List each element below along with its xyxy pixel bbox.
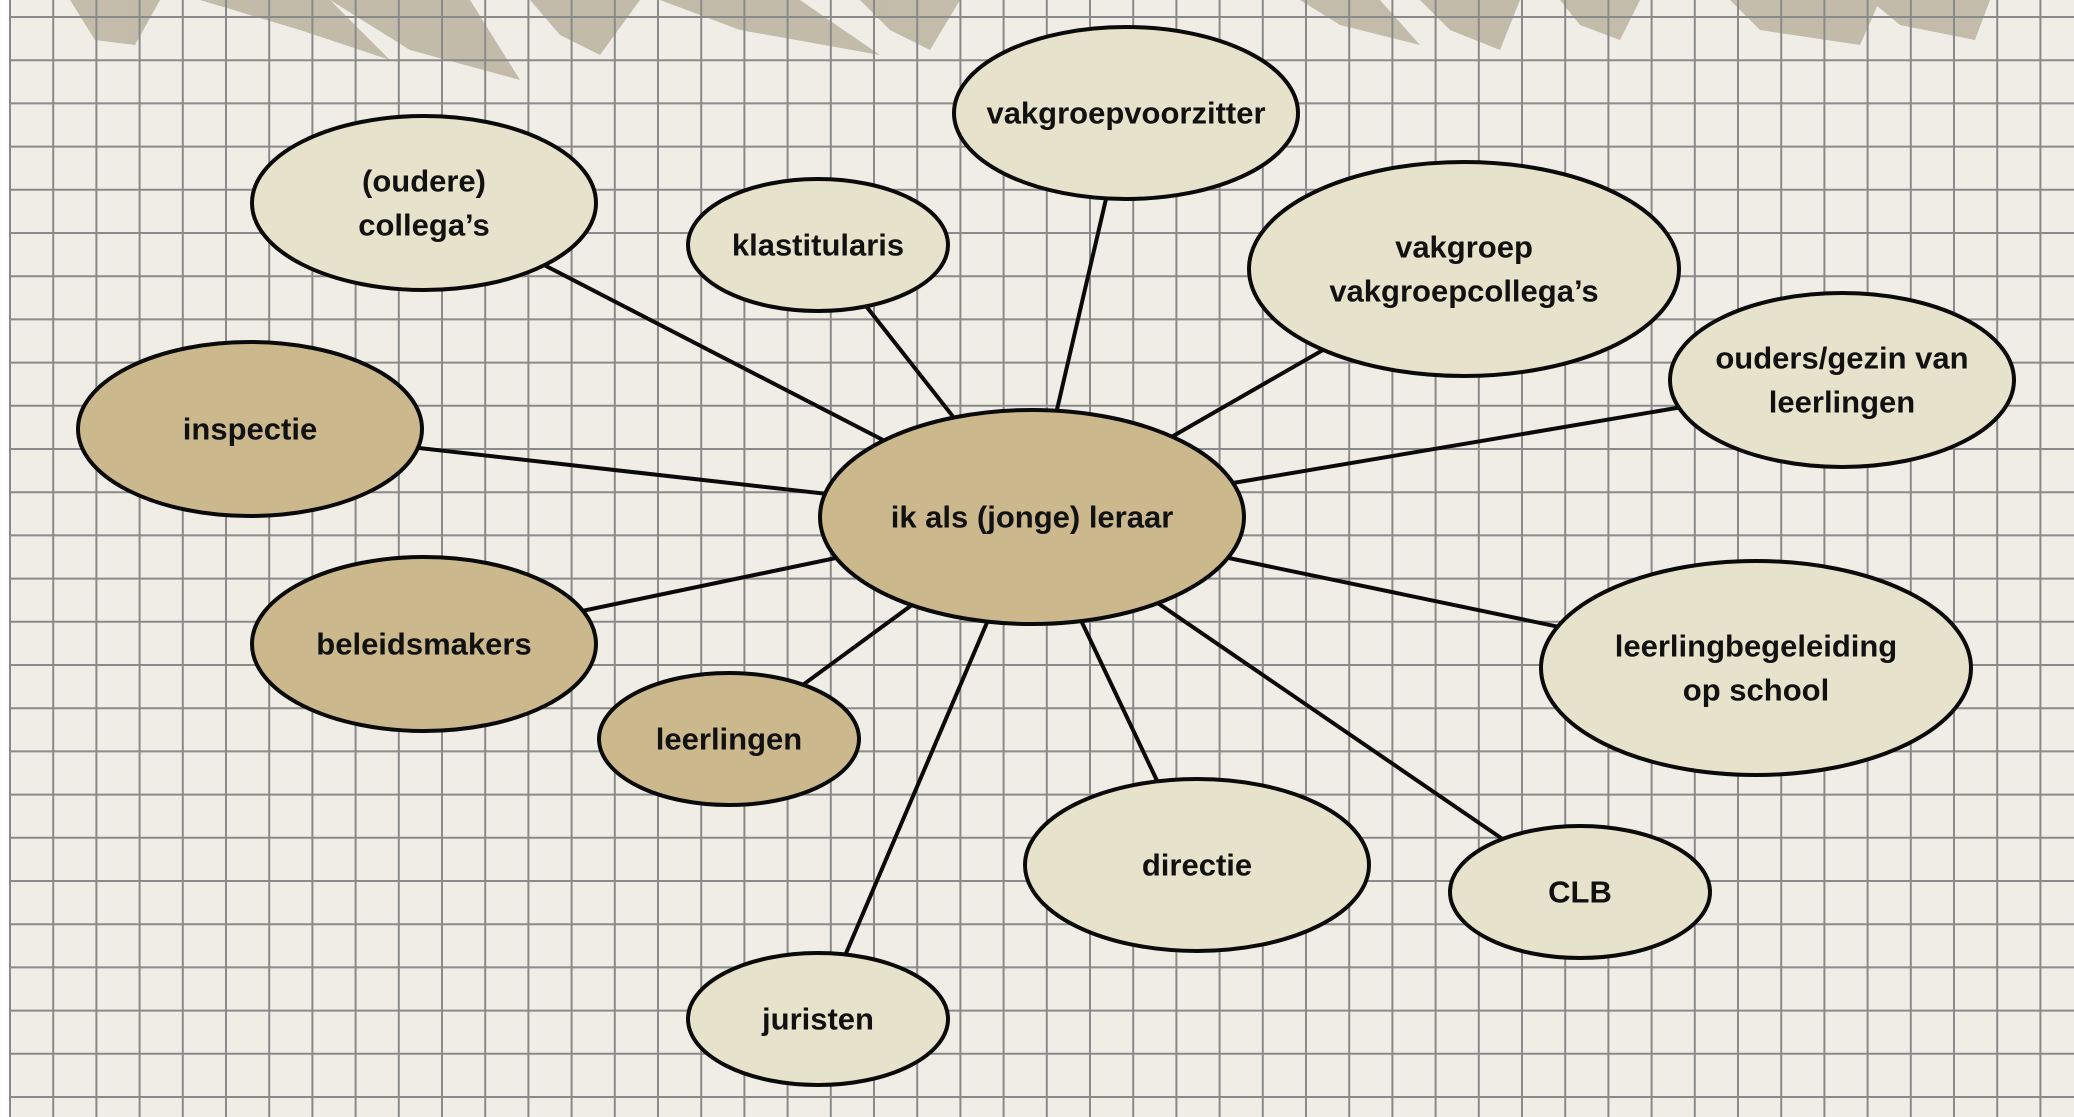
node-vakgroepvoorzitter: vakgroepvoorzitter: [952, 25, 1300, 201]
node-ellipse: [597, 671, 861, 807]
node-inspectie: inspectie: [76, 340, 424, 518]
node-leerlingen: leerlingen: [597, 671, 861, 807]
shadow-shape: [1560, 0, 1640, 40]
node-label: op school: [1683, 673, 1829, 708]
node-ellipse: [250, 555, 598, 733]
node-clb: CLB: [1448, 824, 1712, 960]
node-label: beleidsmakers: [316, 627, 531, 662]
node-label: juristen: [761, 1002, 874, 1037]
shadow-shape: [1420, 0, 1520, 50]
node-ellipse: [952, 25, 1300, 201]
node-ellipse: [1668, 291, 2016, 469]
node-ouders: ouders/gezin van leerlingen: [1668, 291, 2016, 469]
node-label: inspectie: [183, 412, 317, 447]
shadow-shape: [530, 0, 640, 55]
node-label: leerlingen: [1769, 385, 1915, 420]
node-label: (oudere): [362, 164, 486, 199]
node-directie: directie: [1023, 777, 1371, 953]
shadow-shape: [70, 0, 160, 45]
node-juristen: juristen: [686, 951, 950, 1087]
node-label: leerlingen: [656, 722, 802, 757]
shadow-shape: [200, 0, 390, 60]
node-label: directie: [1142, 848, 1252, 883]
shadow-shape: [660, 0, 880, 55]
shadow-shape: [1730, 0, 1880, 45]
node-leerlingbegeleiding: leerlingbegeleiding op school: [1539, 559, 1973, 777]
node-label: vakgroepcollega’s: [1329, 274, 1598, 309]
node-ellipse: [1023, 777, 1371, 953]
node-ellipse: [686, 951, 950, 1087]
node-label: ouders/gezin van: [1715, 341, 1968, 376]
node-label: klastitularis: [732, 228, 904, 263]
diagram-nodes: (oudere) collega’s klastitularis vakgroepvo…: [76, 25, 2016, 1087]
shadow-shape: [1300, 0, 1420, 45]
node-label: leerlingbegeleiding: [1615, 629, 1898, 664]
node-ellipse: [818, 408, 1246, 626]
node-oudere-collegas: (oudere) collega’s: [250, 114, 598, 292]
node-ellipse: [250, 114, 598, 292]
node-label: ik als (jonge) leraar: [891, 500, 1174, 535]
node-label: vakgroepvoorzitter: [986, 96, 1265, 131]
center-node: ik als (jonge) leraar: [818, 408, 1246, 626]
node-klastitularis: klastitularis: [686, 177, 950, 313]
node-ellipse: [1448, 824, 1712, 960]
node-ellipse: [1247, 160, 1681, 378]
node-vakgroep: vakgroep vakgroepcollega’s: [1247, 160, 1681, 378]
node-beleidsmakers: beleidsmakers: [250, 555, 598, 733]
node-ellipse: [76, 340, 424, 518]
node-label: collega’s: [358, 208, 490, 243]
shadow-shape: [1870, 0, 1990, 40]
shadow-shape: [860, 0, 960, 50]
node-ellipse: [686, 177, 950, 313]
node-label: CLB: [1548, 875, 1612, 910]
node-label: vakgroep: [1395, 230, 1533, 265]
node-ellipse: [1539, 559, 1973, 777]
